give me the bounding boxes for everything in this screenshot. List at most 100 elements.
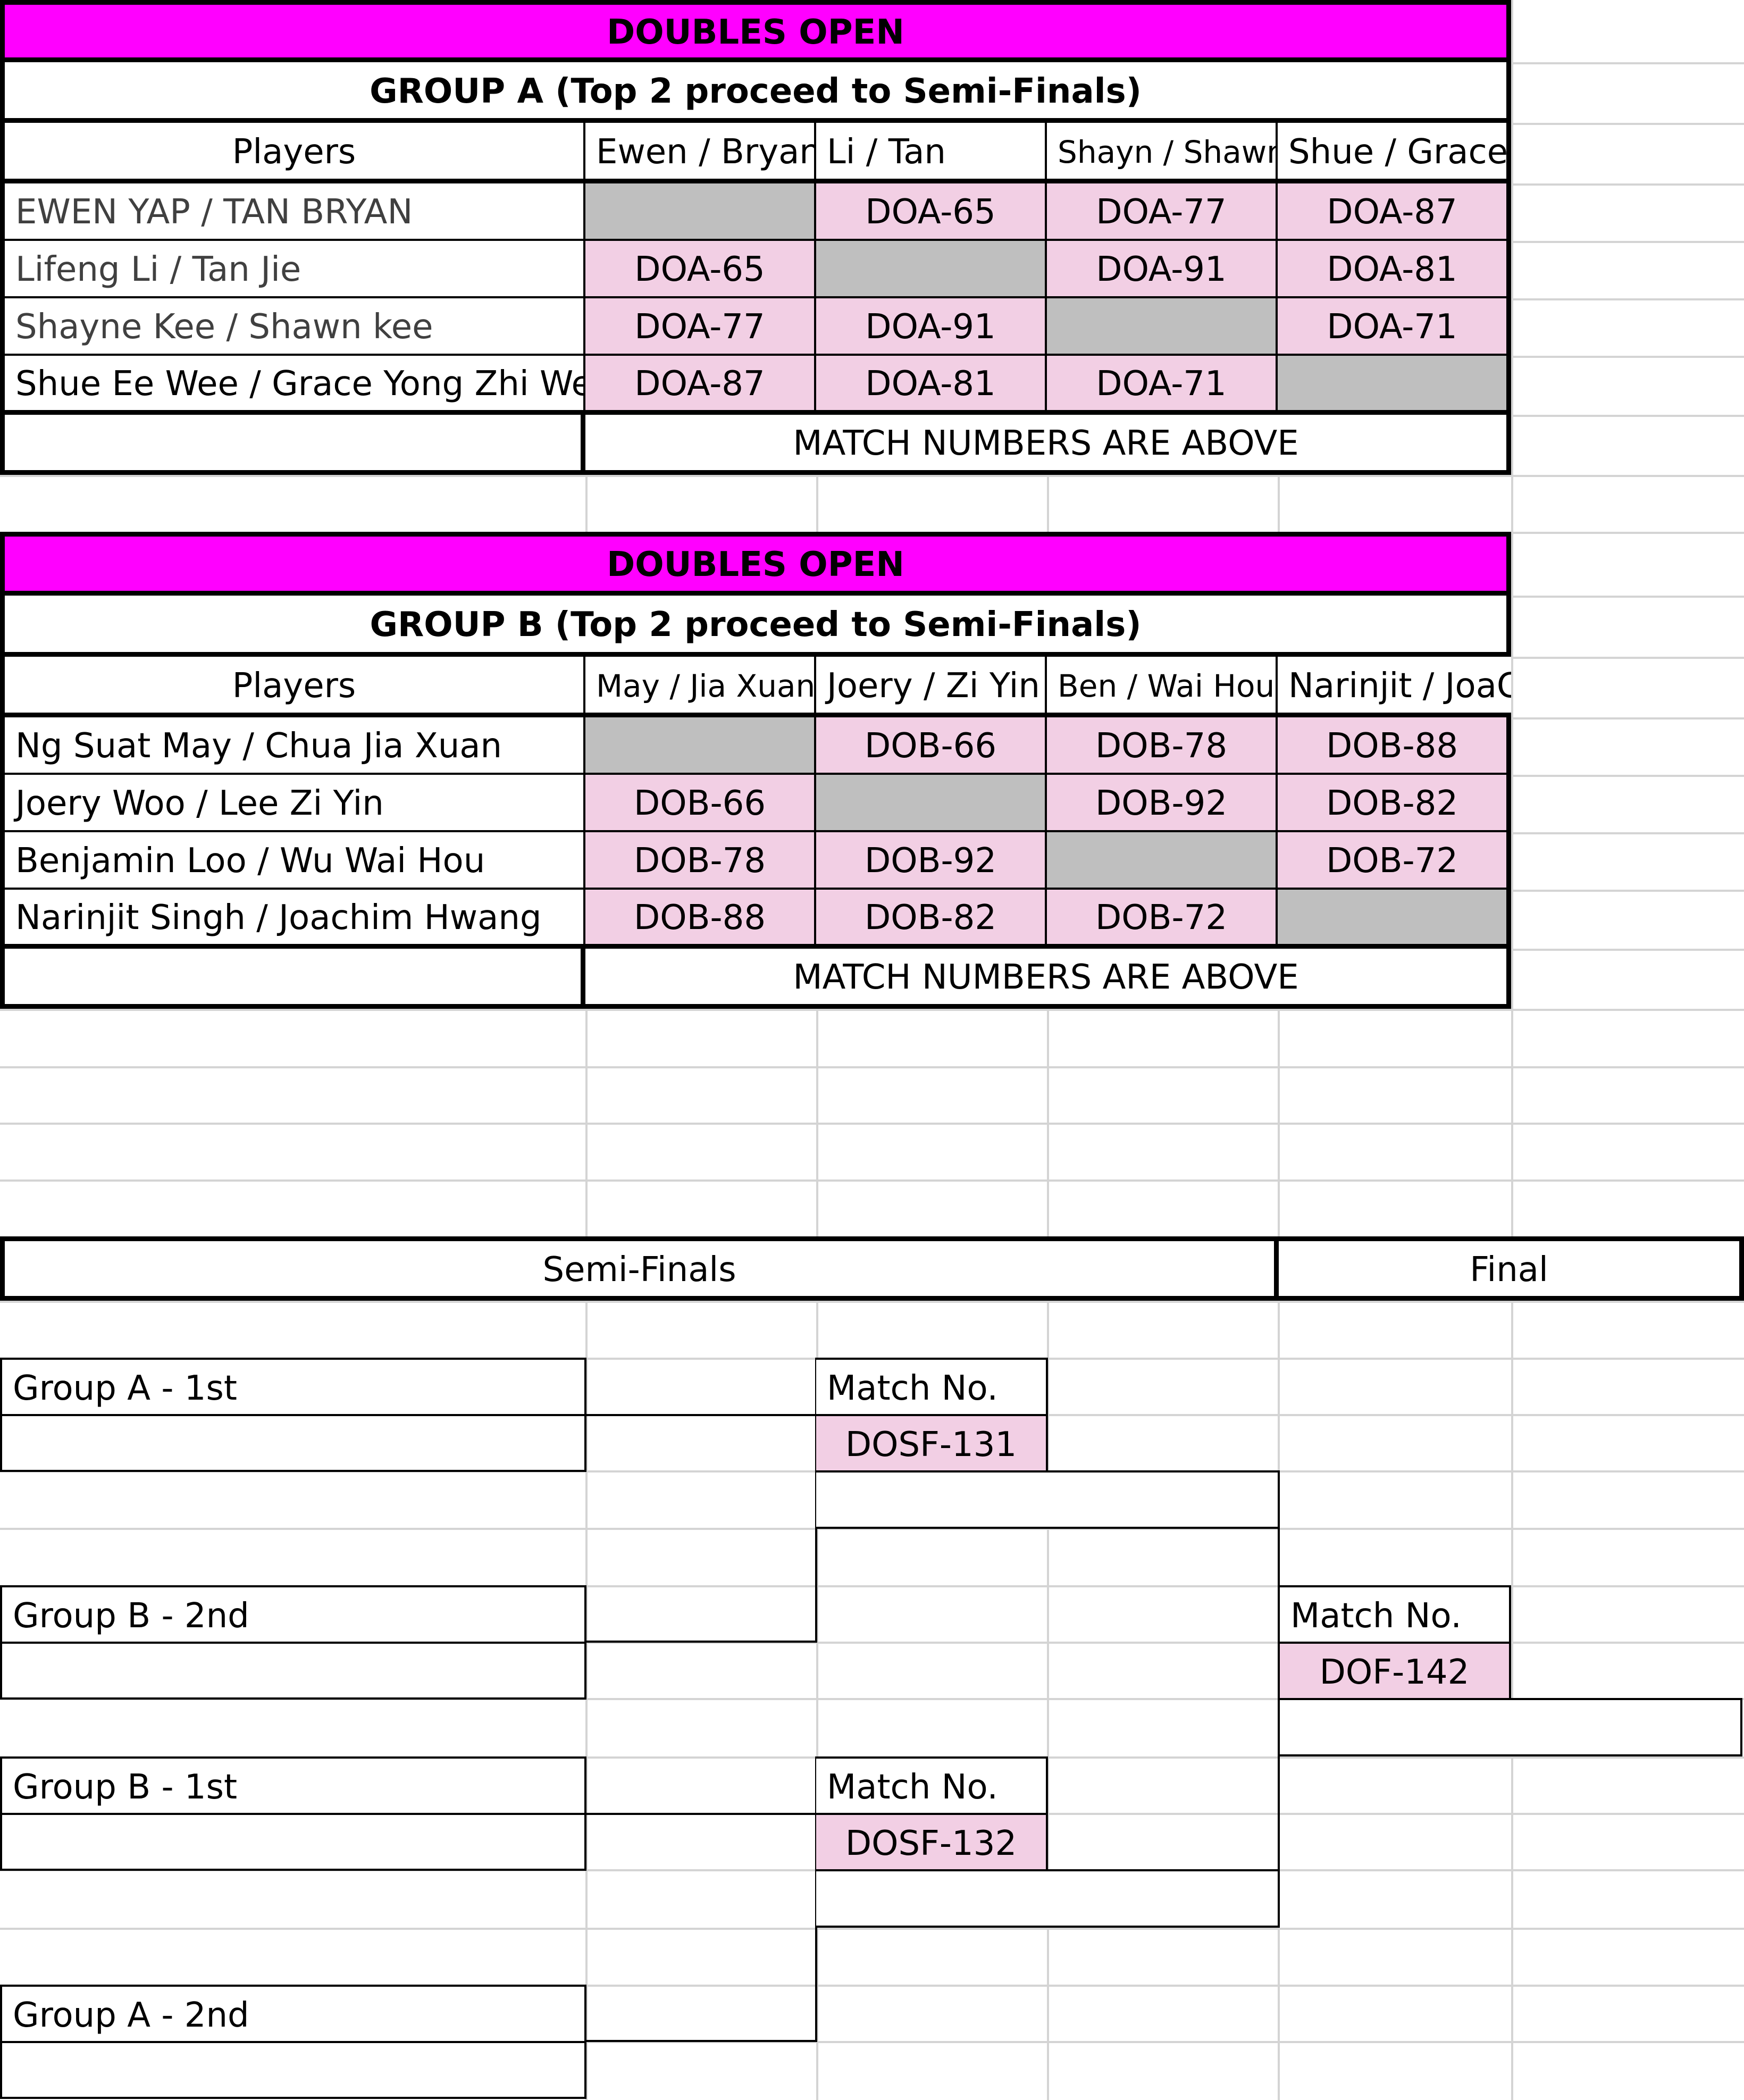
group-a-column-header: Li / Tan (816, 123, 1047, 183)
group-b-player-name: Ng Suat May / Chua Jia Xuan (0, 717, 585, 775)
match-number-cell: DOA-65 (585, 241, 816, 298)
group-b-footer-blank (0, 949, 585, 1009)
final-header: Final (1279, 1236, 1744, 1301)
group-a-banner: DOUBLES OPEN (0, 0, 1511, 62)
seed-group-a-1st: Group A - 1st (0, 1358, 586, 1415)
group-a-column-header: Shue / Grace (1278, 123, 1511, 183)
seed-blank (0, 1642, 586, 1700)
blocked-cell (585, 183, 816, 241)
group-a-subtitle: GROUP A (Top 2 proceed to Semi-Finals) (0, 62, 1511, 123)
match-number-cell: DOA-87 (585, 356, 816, 415)
group-b-column-header: Ben / Wai Hou (1047, 657, 1278, 717)
final-winner-slot (1278, 1698, 1742, 1756)
match-number-cell: DOA-81 (816, 356, 1047, 415)
gridline-horizontal (0, 1066, 1744, 1068)
blocked-cell (585, 717, 816, 775)
match-number-cell: DOB-88 (1278, 717, 1511, 775)
gridline-horizontal (0, 1009, 1744, 1011)
match-number-cell: DOB-82 (1278, 775, 1511, 832)
match-number-cell: DOB-72 (1278, 832, 1511, 890)
final-match-label: Match No. (1278, 1585, 1511, 1643)
group-b-players-header: Players (0, 657, 585, 717)
group-b-player-name: Narinjit Singh / Joachim Hwang (0, 890, 585, 949)
gridline-horizontal (0, 1928, 1744, 1930)
match-number-cell: DOA-91 (816, 298, 1047, 356)
group-b-subtitle: GROUP B (Top 2 proceed to Semi-Finals) (0, 596, 1511, 657)
match-number-cell: DOA-71 (1278, 298, 1511, 356)
gridline-vertical (585, 0, 588, 2100)
blocked-cell (1278, 890, 1511, 949)
blocked-cell (816, 775, 1047, 832)
sf2-winner-slot (816, 1869, 1280, 1928)
match-number-cell: DOB-78 (1047, 717, 1278, 775)
semi-finals-header: Semi-Finals (0, 1236, 1279, 1301)
sf2-match-number: DOSF-132 (816, 1813, 1048, 1870)
gridline-horizontal (0, 1698, 1744, 1700)
match-number-cell: DOB-72 (1047, 890, 1278, 949)
group-a-player-name: Shue Ee Wee / Grace Yong Zhi Wei (0, 356, 585, 415)
group-b-column-header: May / Jia Xuan (585, 657, 816, 717)
connector-line (585, 1641, 817, 1643)
connector-line (585, 1414, 817, 1416)
match-number-cell: DOA-77 (1047, 183, 1278, 241)
match-number-cell: DOB-66 (585, 775, 816, 832)
group-a-player-name: Lifeng Li / Tan Jie (0, 241, 585, 298)
group-a-players-header: Players (0, 123, 585, 183)
connector-line (1278, 1528, 1280, 1635)
sf1-match-number: DOSF-131 (816, 1414, 1048, 1471)
group-b-player-name: Benjamin Loo / Wu Wai Hou (0, 832, 585, 890)
group-a-footer-blank (0, 415, 585, 475)
seed-group-b-1st: Group B - 1st (0, 1756, 586, 1814)
match-number-cell: DOA-81 (1278, 241, 1511, 298)
gridline-horizontal (0, 1585, 1744, 1587)
group-b-footer: MATCH NUMBERS ARE ABOVE (585, 949, 1511, 1009)
group-a-footer: MATCH NUMBERS ARE ABOVE (585, 415, 1511, 475)
match-number-cell: DOA-77 (585, 298, 816, 356)
gridline-horizontal (0, 1179, 1744, 1182)
seed-blank (0, 2041, 586, 2099)
gridline-horizontal (0, 475, 1744, 477)
seed-blank (0, 1414, 586, 1472)
gridline-horizontal (0, 1123, 1744, 1125)
group-a-player-name: Shayne Kee / Shawn kee (0, 298, 585, 356)
sf2-match-label: Match No. (816, 1756, 1048, 1814)
match-number-cell: DOA-65 (816, 183, 1047, 241)
gridline-horizontal (0, 2041, 1744, 2043)
seed-group-a-2nd: Group A - 2nd (0, 1985, 586, 2042)
gridline-horizontal (0, 1301, 1744, 1303)
gridline-vertical (1047, 0, 1049, 2100)
match-number-cell: DOA-87 (1278, 183, 1511, 241)
match-number-cell: DOB-92 (1047, 775, 1278, 832)
match-number-cell: DOB-92 (816, 832, 1047, 890)
gridline-horizontal (0, 1642, 1744, 1644)
blocked-cell (1047, 298, 1278, 356)
gridline-vertical (816, 0, 818, 2100)
final-match-number: DOF-142 (1278, 1642, 1511, 1699)
connector-line (585, 2040, 817, 2042)
blocked-cell (1047, 832, 1278, 890)
sf1-match-label: Match No. (816, 1358, 1048, 1415)
connector-line (1278, 1756, 1280, 1870)
match-number-cell: DOA-91 (1047, 241, 1278, 298)
seed-group-b-2nd: Group B - 2nd (0, 1585, 586, 1643)
seed-blank (0, 1813, 586, 1871)
match-number-cell: DOB-88 (585, 890, 816, 949)
group-a-column-header: Ewen / Bryan (585, 123, 816, 183)
sf1-winner-slot (816, 1470, 1280, 1529)
blocked-cell (816, 241, 1047, 298)
match-number-cell: DOB-78 (585, 832, 816, 890)
group-a-column-header: Shayn / Shawn (1047, 123, 1278, 183)
group-b-banner: DOUBLES OPEN (0, 532, 1511, 596)
gridline-vertical (1511, 0, 1513, 2100)
gridline-horizontal (0, 1528, 1744, 1530)
match-number-cell: DOB-82 (816, 890, 1047, 949)
group-a-player-name: EWEN YAP / TAN BRYAN (0, 183, 585, 241)
group-b-column-header: Narinjit / JoaC (1278, 657, 1511, 717)
connector-line (585, 1813, 817, 1815)
match-number-cell: DOB-66 (816, 717, 1047, 775)
gridline-vertical (1278, 0, 1280, 2100)
blocked-cell (1278, 356, 1511, 415)
gridline-horizontal (0, 1985, 1744, 1987)
match-number-cell: DOA-71 (1047, 356, 1278, 415)
